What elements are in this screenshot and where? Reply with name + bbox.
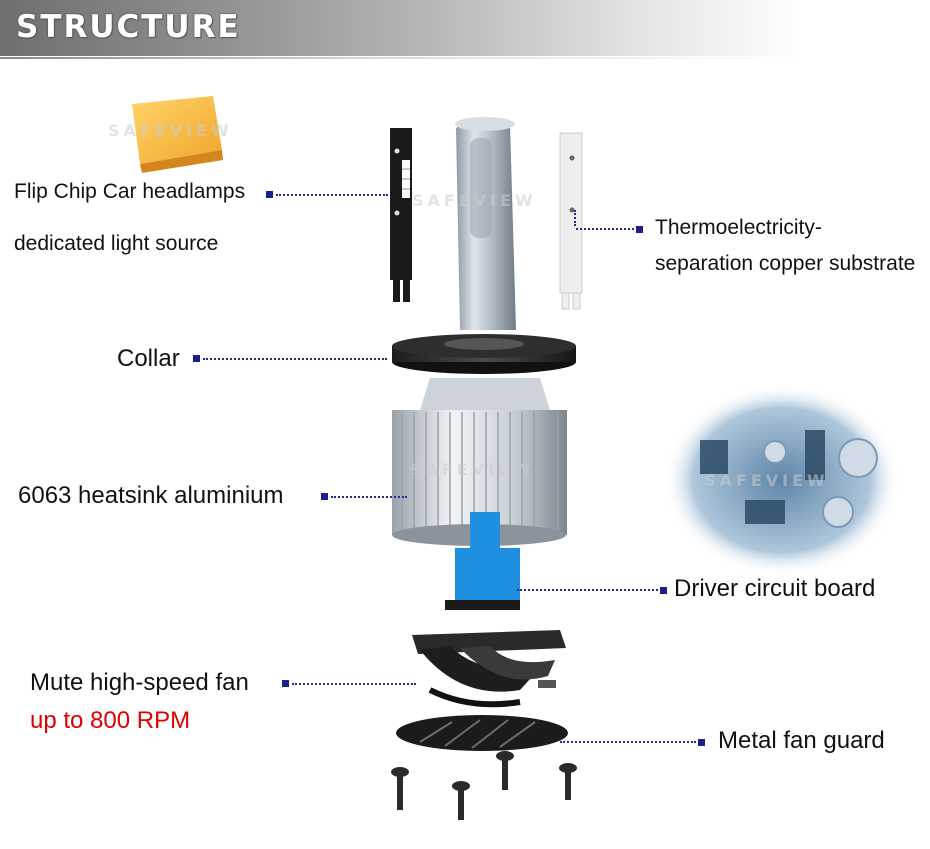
fan-marker: [282, 680, 289, 687]
heatsink-marker: [321, 493, 328, 500]
label-copper-line1: Thermoelectricity-: [655, 216, 822, 239]
driver-board-image: [445, 512, 520, 610]
label-led-chip-line1: Flip Chip Car headlamps: [14, 180, 246, 203]
copper-leader-vertical: [574, 210, 576, 226]
led-strip-image: [390, 128, 412, 302]
driver-marker: [660, 587, 667, 594]
label-guard: Metal fan guard: [718, 727, 885, 754]
fan-guard-image: [396, 715, 568, 751]
section-title: STRUCTURE: [16, 9, 241, 45]
led-chip-leader: [276, 194, 388, 196]
label-heatsink: 6063 heatsink aluminium: [18, 482, 284, 509]
heatsink-leader: [331, 496, 407, 498]
label-fan-rpm: up to 800 RPM: [30, 707, 191, 734]
watermark-2: SAFEVIEW: [412, 191, 537, 210]
collar-leader: [203, 358, 387, 360]
label-driver: Driver circuit board: [674, 575, 876, 602]
copper-marker: [636, 226, 643, 233]
label-collar: Collar: [117, 345, 180, 372]
copper-substrate-image: [559, 132, 583, 310]
label-copper-line2: separation copper substrate: [655, 252, 916, 275]
guard-marker: [698, 739, 705, 746]
watermark-3: SAFEVIEW: [410, 460, 535, 479]
collar-marker: [193, 355, 200, 362]
collar-image: [392, 334, 576, 374]
section-header: STRUCTURE: [0, 0, 800, 56]
copper-leader: [576, 228, 634, 230]
fan-image: [412, 630, 566, 708]
fan-leader: [292, 683, 416, 685]
bulb-body-image: [455, 117, 516, 330]
watermark-4: SAFEVIEW: [704, 471, 829, 490]
led-chip-marker: [266, 191, 273, 198]
label-led-chip-line2: dedicated light source: [14, 232, 219, 255]
screws-image: [391, 751, 577, 820]
guard-leader: [560, 741, 696, 743]
led-chip-image: [132, 96, 223, 173]
watermark-1: SAFEVIEW: [108, 121, 233, 140]
label-fan: Mute high-speed fan: [30, 669, 249, 696]
header-divider: [0, 57, 800, 59]
driver-leader: [517, 589, 658, 591]
circuit-board-photo: [664, 384, 900, 576]
